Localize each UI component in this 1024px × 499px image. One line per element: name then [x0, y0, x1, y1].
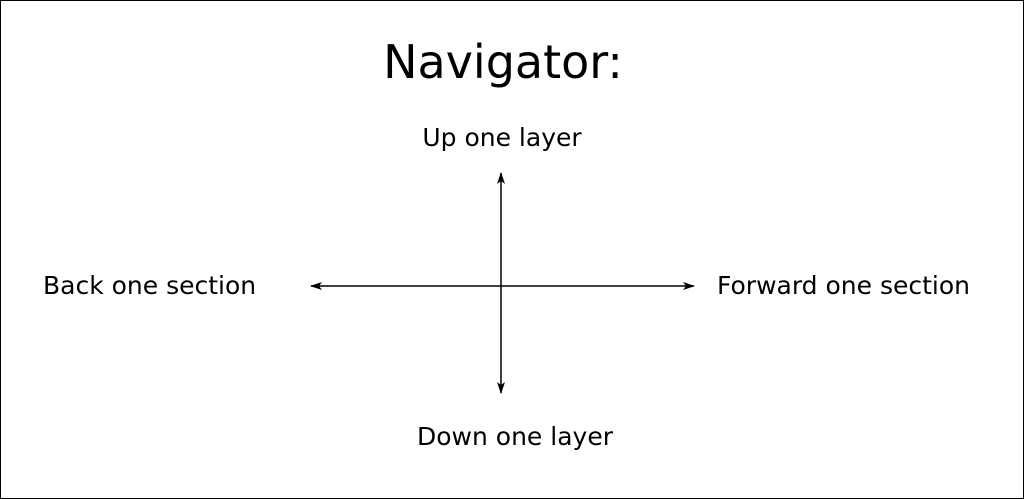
label-back: Back one section — [43, 271, 257, 300]
label-forward: Forward one section — [717, 271, 970, 300]
label-up: Up one layer — [422, 123, 582, 152]
label-down: Down one layer — [417, 422, 613, 451]
diagram-title: Navigator: — [383, 35, 623, 89]
